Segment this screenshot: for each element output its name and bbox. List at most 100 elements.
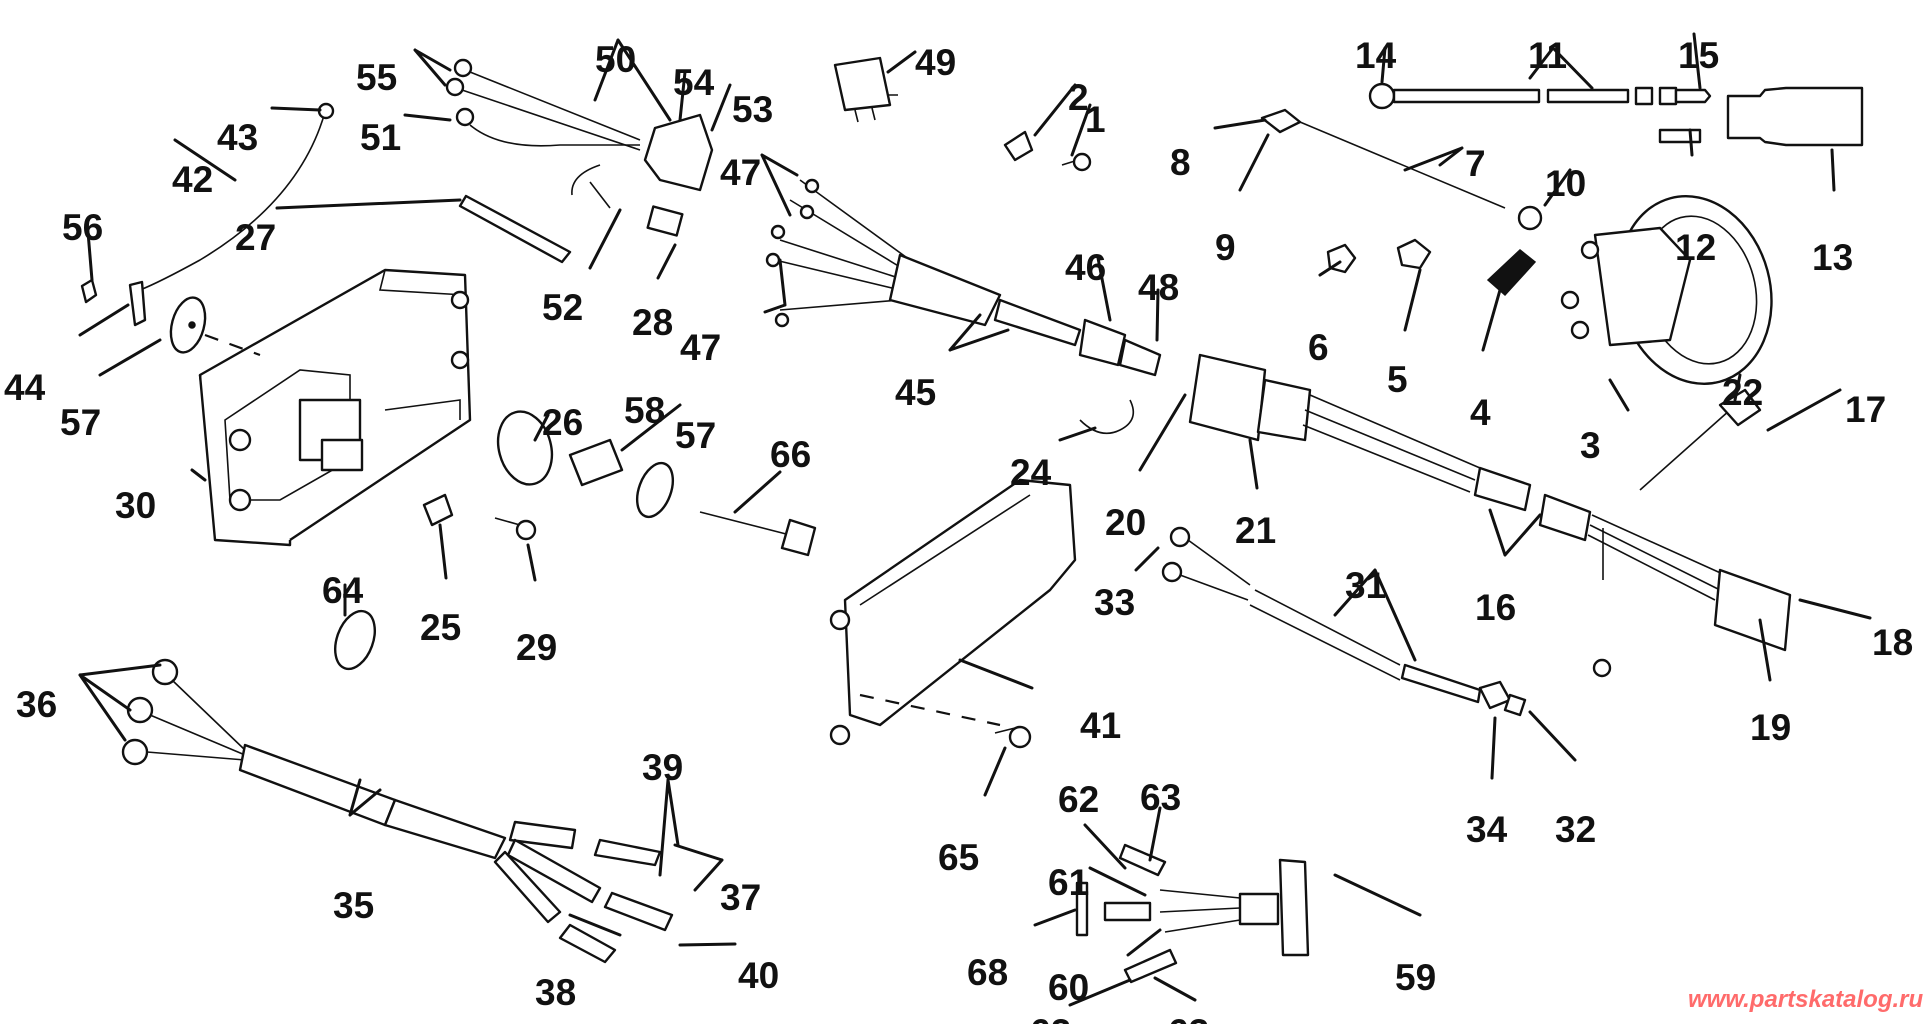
callout-label-53: 53 bbox=[732, 89, 773, 130]
callout-label-9: 9 bbox=[1215, 227, 1236, 268]
part-57-washer-b bbox=[635, 461, 675, 519]
part-30-housing bbox=[198, 268, 472, 547]
part-45-harness bbox=[765, 178, 1162, 377]
part-49-relay bbox=[833, 56, 898, 123]
callout-label-3: 3 bbox=[1580, 425, 1601, 466]
callout-label-5: 5 bbox=[1387, 359, 1408, 400]
part-42-ground-strap bbox=[80, 102, 335, 327]
callout-label-22: 22 bbox=[1722, 372, 1763, 413]
callout-label-7: 7 bbox=[1465, 143, 1486, 184]
callout-label-60: 60 bbox=[1048, 967, 1089, 1008]
callout-label-63: 63 bbox=[1140, 777, 1181, 818]
callout-label-14: 14 bbox=[1355, 35, 1397, 76]
callout-label-56: 56 bbox=[62, 207, 103, 248]
callout-label-64: 64 bbox=[322, 570, 364, 611]
part-29-screw bbox=[494, 517, 537, 541]
callout-label-27: 27 bbox=[235, 217, 276, 258]
callout-label-50: 50 bbox=[595, 39, 636, 80]
callout-label-52: 52 bbox=[542, 287, 583, 328]
part-66-bolt bbox=[699, 511, 817, 557]
part-57-washer-a bbox=[169, 296, 261, 357]
callout-label-62: 62 bbox=[1030, 1012, 1071, 1024]
callout-label-45: 45 bbox=[895, 372, 936, 413]
callout-label-24: 24 bbox=[1010, 452, 1052, 493]
callout-label-65: 65 bbox=[938, 837, 979, 878]
callout-label-6: 6 bbox=[1308, 327, 1329, 368]
callout-label-61: 61 bbox=[1048, 862, 1089, 903]
part-7-lead bbox=[1260, 108, 1543, 231]
callout-label-4: 4 bbox=[1470, 392, 1491, 433]
callout-label-15: 15 bbox=[1678, 35, 1719, 76]
part-4-spring bbox=[1486, 249, 1537, 297]
callout-label-30: 30 bbox=[115, 485, 156, 526]
callout-label-25: 25 bbox=[420, 607, 461, 648]
callout-label-1: 1 bbox=[1085, 99, 1106, 140]
callout-label-57: 57 bbox=[675, 415, 716, 456]
part-65-screw bbox=[994, 725, 1032, 749]
part-21-switch bbox=[1188, 353, 1792, 678]
callout-label-29: 29 bbox=[516, 627, 557, 668]
callout-label-8: 8 bbox=[1170, 142, 1191, 183]
callout-label-47: 47 bbox=[720, 152, 761, 193]
part-2-bracket bbox=[1003, 130, 1034, 162]
part-3-gauge bbox=[1560, 195, 1773, 385]
callout-label-32: 32 bbox=[1555, 809, 1596, 850]
callout-label-17: 17 bbox=[1845, 389, 1886, 430]
callout-label-63: 63 bbox=[1168, 1012, 1209, 1024]
part-35-harness bbox=[121, 658, 674, 964]
callout-label-42: 42 bbox=[172, 159, 213, 200]
callout-label-62: 62 bbox=[1058, 779, 1099, 820]
callout-label-37: 37 bbox=[720, 877, 761, 918]
callout-label-51: 51 bbox=[360, 117, 401, 158]
callout-label-20: 20 bbox=[1105, 502, 1146, 543]
callout-label-38: 38 bbox=[535, 972, 576, 1013]
callout-label-21: 21 bbox=[1235, 510, 1276, 551]
part-27-sleeve bbox=[458, 194, 572, 264]
callout-label-59: 59 bbox=[1395, 957, 1436, 998]
part-50-harness bbox=[445, 58, 714, 237]
callout-label-33: 33 bbox=[1094, 582, 1135, 623]
part-5-bulb bbox=[1396, 238, 1432, 270]
callout-label-2: 2 bbox=[1068, 77, 1089, 118]
callout-label-48: 48 bbox=[1138, 267, 1179, 308]
callout-label-54: 54 bbox=[673, 62, 715, 103]
part-25-clip bbox=[422, 493, 454, 527]
callout-label-66: 66 bbox=[770, 434, 811, 475]
part-58-spacer bbox=[568, 438, 624, 487]
callout-label-39: 39 bbox=[642, 747, 683, 788]
parts-drawing bbox=[80, 56, 1864, 984]
callout-label-12: 12 bbox=[1675, 227, 1716, 268]
callout-label-36: 36 bbox=[16, 684, 57, 725]
callout-label-49: 49 bbox=[915, 42, 956, 83]
callout-label-68: 68 bbox=[967, 952, 1008, 993]
watermark: www.partskatalog.ru bbox=[1688, 986, 1924, 1013]
part-24-clip bbox=[1079, 399, 1135, 435]
callout-label-16: 16 bbox=[1475, 587, 1516, 628]
callout-label-11: 11 bbox=[1528, 35, 1567, 76]
callout-label-26: 26 bbox=[542, 402, 583, 443]
callout-label-40: 40 bbox=[738, 955, 779, 996]
leader-lines bbox=[78, 32, 1872, 1007]
callout-label-19: 19 bbox=[1750, 707, 1791, 748]
part-41-module bbox=[829, 478, 1077, 746]
callout-label-58: 58 bbox=[624, 390, 665, 431]
callout-label-55: 55 bbox=[356, 57, 397, 98]
part-1-screw bbox=[1061, 152, 1092, 172]
callout-label-46: 46 bbox=[1065, 247, 1106, 288]
callout-label-18: 18 bbox=[1872, 622, 1913, 663]
part-64-clamp bbox=[334, 609, 376, 671]
callout-label-41: 41 bbox=[1080, 705, 1121, 746]
part-26-grommet bbox=[496, 410, 554, 486]
callout-label-43: 43 bbox=[217, 117, 258, 158]
callout-label-57: 57 bbox=[60, 402, 101, 443]
callout-label-44: 44 bbox=[4, 367, 46, 408]
callout-label-31: 31 bbox=[1345, 565, 1386, 606]
callout-label-35: 35 bbox=[333, 885, 374, 926]
callout-label-13: 13 bbox=[1812, 237, 1853, 278]
callout-label-47: 47 bbox=[680, 327, 721, 368]
callout-label-34: 34 bbox=[1466, 809, 1508, 850]
part-59-sender bbox=[1075, 843, 1310, 984]
callout-label-28: 28 bbox=[632, 302, 673, 343]
